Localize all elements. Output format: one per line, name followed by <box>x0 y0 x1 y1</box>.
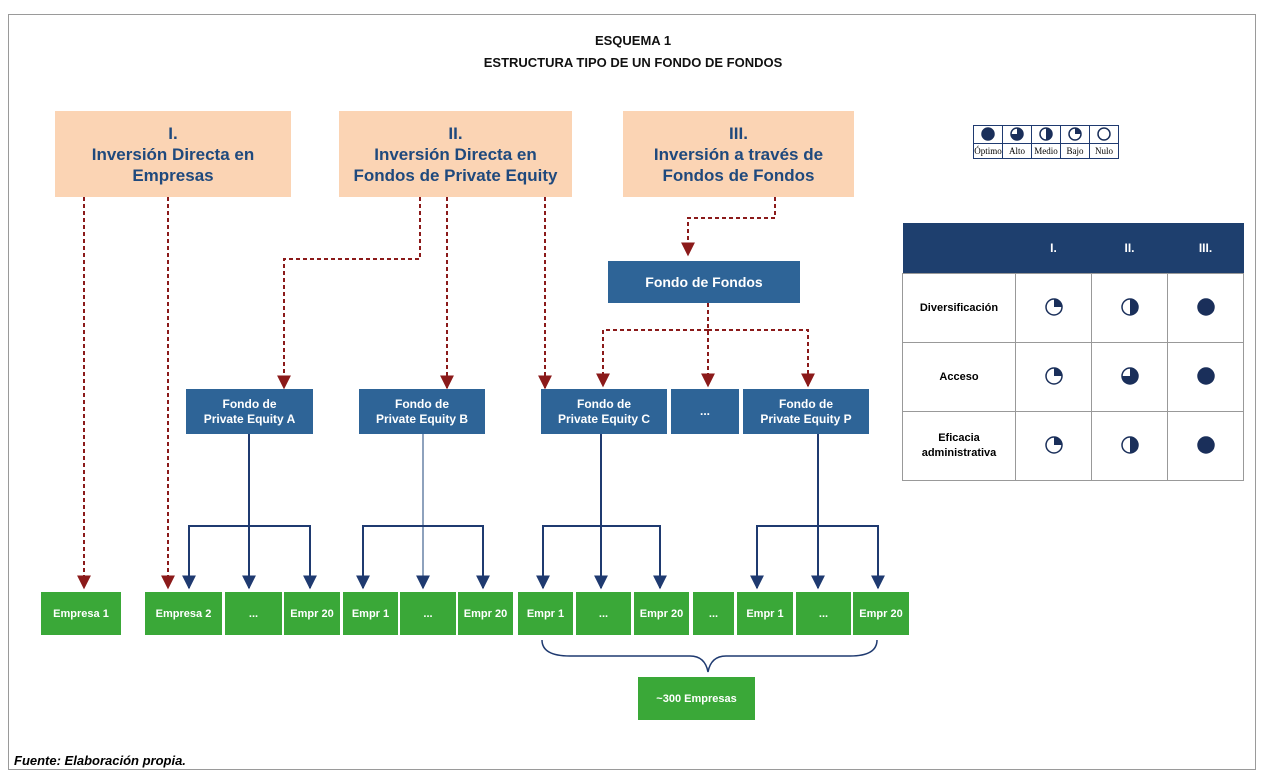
figure-frame <box>8 14 1256 770</box>
category-direct-pe-funds: II. Inversión Directa en Fondos de Priva… <box>339 111 572 197</box>
company-box: Empresa 1 <box>41 592 121 635</box>
matrix-cell <box>1091 273 1168 343</box>
company-box: Empr 1 <box>343 592 398 635</box>
company-box: Empr 20 <box>634 592 689 635</box>
matrix-row-eficacia: Eficacia administrativa <box>902 411 1244 481</box>
category-direct-companies: I. Inversión Directa en Empresas <box>55 111 291 197</box>
legend-symbol <box>1060 125 1090 144</box>
legend-symbol <box>1031 125 1061 144</box>
circle-half-icon <box>1039 126 1053 141</box>
circle-empty-icon <box>1097 126 1111 141</box>
fund-pe-b: Fondo de Private Equity B <box>359 389 485 434</box>
rating-icon <box>1120 297 1139 316</box>
company-box: ... <box>400 592 456 635</box>
matrix-row-label: Diversificación <box>902 273 1016 343</box>
rating-icon <box>1196 297 1215 316</box>
matrix-cell <box>1015 273 1092 343</box>
matrix-header: III. <box>1167 223 1244 274</box>
brace <box>541 639 878 673</box>
legend-label: Nulo <box>1089 143 1119 159</box>
rating-legend: Óptimo Alto Medio Bajo Nulo <box>973 125 1119 159</box>
company-box: Empr 1 <box>518 592 573 635</box>
fund-pe-c: Fondo de Private Equity C <box>541 389 667 434</box>
legend-label: Óptimo <box>973 143 1003 159</box>
source-note: Fuente: Elaboración propia. <box>14 753 186 768</box>
matrix-header: II. <box>1091 223 1168 274</box>
company-box: Empr 20 <box>458 592 513 635</box>
figure-number: ESQUEMA 1 <box>594 33 672 48</box>
company-box: Empresa 2 <box>145 592 222 635</box>
comparison-matrix: I. II. III. Diversificación Acceso Efica… <box>902 223 1244 481</box>
legend-label: Medio <box>1031 143 1061 159</box>
fund-of-funds-box: Fondo de Fondos <box>608 261 800 303</box>
category-fund-of-funds: III. Inversión a través de Fondos de Fon… <box>623 111 854 197</box>
matrix-cell <box>1091 411 1168 481</box>
company-box: ... <box>225 592 282 635</box>
matrix-cell <box>1167 411 1244 481</box>
company-box: ... <box>576 592 631 635</box>
fund-ellipsis: ... <box>671 389 739 434</box>
matrix-cell <box>1015 342 1092 412</box>
dashed-investment-arrows <box>77 197 815 590</box>
legend-symbol <box>1089 125 1119 144</box>
company-box: Empr 1 <box>737 592 793 635</box>
rating-icon <box>1196 435 1215 454</box>
company-box: Empr 20 <box>284 592 340 635</box>
matrix-row-acceso: Acceso <box>902 342 1244 412</box>
circle-quarter-icon <box>1068 126 1082 141</box>
rating-icon <box>1120 435 1139 454</box>
rating-icon <box>1196 366 1215 385</box>
legend-symbol <box>1002 125 1032 144</box>
fund-to-company-arrows <box>182 434 885 590</box>
matrix-header: I. <box>1015 223 1092 274</box>
matrix-cell <box>1167 273 1244 343</box>
company-box: ... <box>796 592 851 635</box>
matrix-row-label: Eficacia administrativa <box>902 411 1016 481</box>
rating-icon <box>1044 297 1063 316</box>
legend-symbol <box>973 125 1003 144</box>
circle-full-icon <box>981 126 995 141</box>
total-companies-box: ~300 Empresas <box>638 677 755 720</box>
rating-icon <box>1044 366 1063 385</box>
legend-label: Alto <box>1002 143 1032 159</box>
matrix-cell <box>1015 411 1092 481</box>
fund-pe-p: Fondo de Private Equity P <box>743 389 869 434</box>
figure-title: ESTRUCTURA TIPO DE UN FONDO DE FONDOS <box>483 55 783 70</box>
company-box: Empr 20 <box>853 592 909 635</box>
matrix-row-diversificacion: Diversificación <box>902 273 1244 343</box>
company-box: ... <box>693 592 734 635</box>
circle-three-quarter-icon <box>1010 126 1024 141</box>
rating-icon <box>1120 366 1139 385</box>
matrix-cell <box>1091 342 1168 412</box>
rating-icon <box>1044 435 1063 454</box>
matrix-corner <box>902 223 1016 274</box>
legend-label: Bajo <box>1060 143 1090 159</box>
fund-pe-a: Fondo de Private Equity A <box>186 389 313 434</box>
matrix-cell <box>1167 342 1244 412</box>
matrix-row-label: Acceso <box>902 342 1016 412</box>
